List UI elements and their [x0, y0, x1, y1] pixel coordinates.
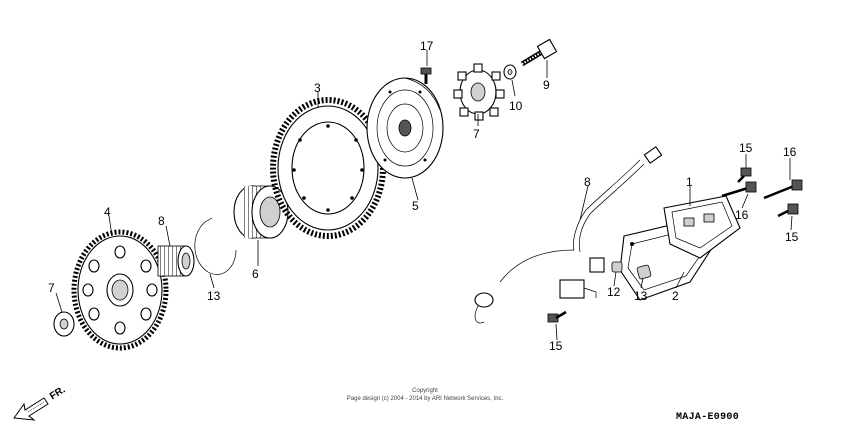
callout-17: 17 [420, 39, 434, 53]
needle-bearing[interactable] [157, 245, 195, 277]
pulse-generator-harness[interactable] [474, 146, 663, 324]
one-way-clutch[interactable] [233, 185, 289, 239]
callout-16b: 16 [783, 145, 797, 159]
copyright-title: Copyright [412, 388, 438, 394]
callout-9: 9 [543, 78, 550, 92]
starter-driven-gear[interactable] [71, 229, 169, 351]
grommet[interactable] [611, 261, 623, 273]
callout-13a: 12 [607, 285, 621, 299]
flywheel-bolt[interactable] [520, 38, 558, 67]
ignition-control-module[interactable] [663, 195, 741, 259]
pulser-rotor[interactable] [453, 63, 505, 121]
callout-4: 4 [104, 205, 111, 219]
callout-10: 10 [509, 99, 523, 113]
bolt[interactable] [547, 310, 567, 323]
callout-6: 6 [252, 267, 259, 281]
circlip[interactable] [194, 217, 237, 275]
bolt[interactable] [737, 167, 752, 183]
bolt[interactable] [777, 203, 799, 218]
callout-2: 2 [672, 289, 679, 303]
screw[interactable] [420, 67, 432, 84]
callout-7: 7 [473, 127, 480, 141]
callout-15c: 15 [785, 230, 799, 244]
callout-15a: 15 [549, 339, 563, 353]
diagram-code: MAJA-E0900 [676, 412, 740, 423]
bolt[interactable] [763, 179, 803, 200]
callout-1: 1 [686, 175, 693, 189]
grommet[interactable] [636, 264, 652, 280]
callout-8: 8 [584, 175, 591, 189]
callout-5: 5 [412, 199, 419, 213]
leader-lines [55, 50, 793, 341]
callout-16a: 16 [735, 208, 749, 222]
callout-13b: 13 [634, 289, 648, 303]
washer-small[interactable] [503, 64, 517, 80]
callout-11: 7 [48, 281, 55, 295]
copyright-notice: Page design (c) 2004 - 2014 by ARI Netwo… [346, 396, 504, 402]
callout-15b: 15 [739, 141, 753, 155]
callout-14: 13 [207, 289, 221, 303]
ring-gear[interactable] [270, 97, 386, 239]
flywheel[interactable] [366, 77, 444, 179]
bolt[interactable] [721, 181, 757, 198]
front-arrow-icon [13, 397, 49, 421]
washer[interactable] [53, 311, 75, 337]
callout-3: 3 [314, 81, 321, 95]
callout-12: 8 [158, 214, 165, 228]
